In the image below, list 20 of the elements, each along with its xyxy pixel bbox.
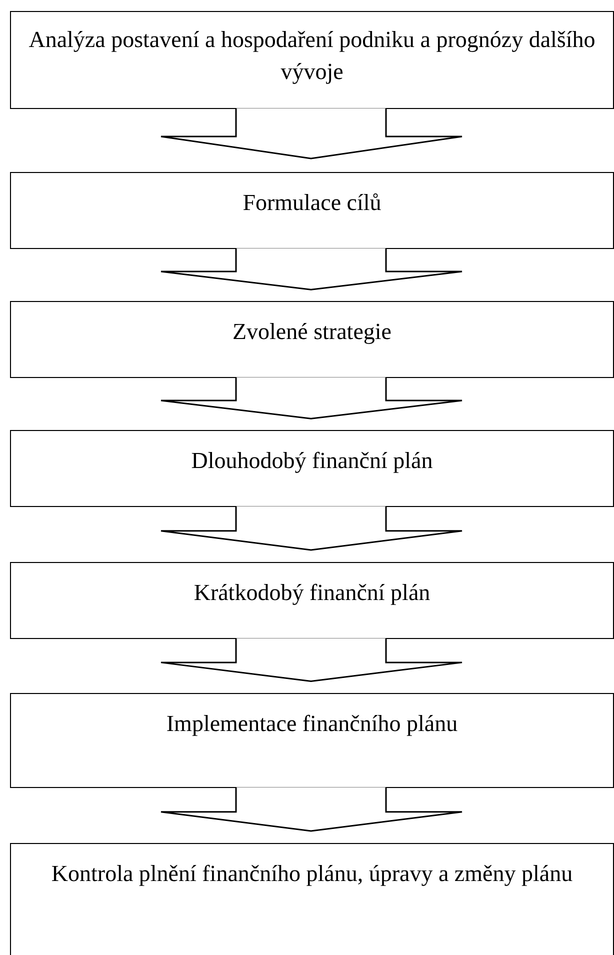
process-box bbox=[10, 693, 614, 788]
step-label: Analýza postavení a hospodaření podniku a prognózy dalšího vývoje bbox=[28, 26, 596, 86]
step-label: Dlouhodobý finanční plán bbox=[190, 447, 434, 475]
process-box bbox=[10, 301, 614, 378]
process-box bbox=[10, 172, 614, 249]
process-box bbox=[10, 843, 614, 955]
process-box bbox=[10, 430, 614, 507]
block-arrow bbox=[160, 786, 463, 832]
block-arrow bbox=[160, 376, 463, 420]
block-arrow bbox=[160, 248, 463, 290]
step-label: Krátkodobý finanční plán bbox=[192, 579, 432, 607]
block-arrow bbox=[160, 108, 463, 160]
step-label: Zvolené strategie bbox=[231, 318, 392, 346]
step-label: Implementace finančního plánu bbox=[165, 710, 459, 738]
process-box bbox=[10, 11, 614, 109]
step-label: Formulace cílů bbox=[242, 189, 382, 217]
process-box bbox=[10, 562, 614, 639]
block-arrow bbox=[160, 638, 463, 682]
step-label: Kontrola plnění finančního plánu, úpravy a změny plánu bbox=[50, 860, 574, 888]
block-arrow bbox=[160, 506, 463, 551]
